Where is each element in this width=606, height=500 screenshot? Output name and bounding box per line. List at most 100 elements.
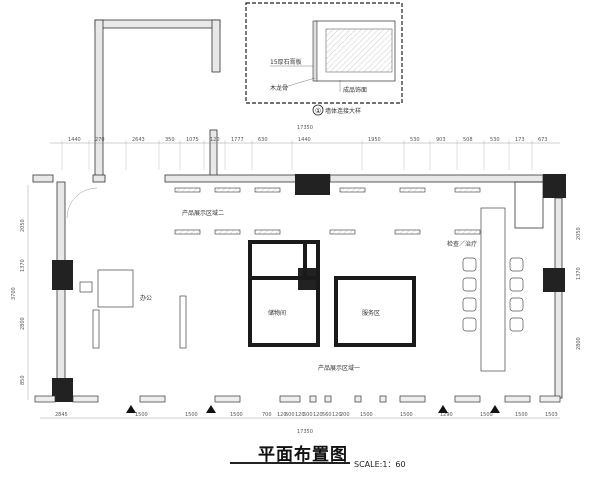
detail-note: 木龙骨 <box>270 84 288 92</box>
bottom-dimension: 1503 <box>545 412 558 418</box>
section-marker-icon <box>490 405 500 413</box>
bottom-dimension: 500 <box>303 412 313 418</box>
room-label-display-1: 产品展示区域一 <box>318 364 360 372</box>
central-rooms <box>248 240 416 347</box>
bottom-dimension: 120 <box>332 412 342 418</box>
top-dimension: 2643 <box>132 137 145 143</box>
room-label-consult: 检查／治疗 <box>447 240 477 248</box>
display-cabinet <box>399 187 426 193</box>
left-dimension: 850 <box>20 375 26 385</box>
cabinet <box>92 309 100 349</box>
detail-number: ① <box>315 107 321 115</box>
top-dimension: 1440 <box>68 137 81 143</box>
room-label-storage: 储物间 <box>268 309 286 317</box>
wall-segment <box>324 395 332 403</box>
drawing-scale: SCALE:1：60 <box>354 460 406 469</box>
wall-segment <box>399 395 426 403</box>
right-dimension: 2800 <box>576 337 582 350</box>
top-dimension: 350 <box>165 137 175 143</box>
chair <box>462 257 477 272</box>
bottom-dimension: 600 <box>285 412 295 418</box>
display-cabinet <box>254 187 281 193</box>
drawing-title: 平面布置图 <box>258 445 348 465</box>
chair <box>509 257 524 272</box>
bottom-dimension: 200 <box>340 412 350 418</box>
bottom-dimension: 700 <box>262 412 272 418</box>
bottom-dimension: 1500 <box>515 412 528 418</box>
chair <box>509 317 524 332</box>
chair <box>462 317 477 332</box>
section-marker-icon <box>126 405 136 413</box>
display-cabinet <box>329 229 356 235</box>
top-dimension: 630 <box>258 137 268 143</box>
wall-segment <box>454 395 481 403</box>
island-counter <box>480 207 506 372</box>
bottom-dimension: 120 <box>277 412 287 418</box>
left-dimension: 2050 <box>20 219 26 232</box>
display-cabinet <box>174 187 201 193</box>
top-dimension: 673 <box>538 137 548 143</box>
bottom-dimension: 1290 <box>440 412 453 418</box>
section-marker-icon <box>206 405 216 413</box>
bottom-dimension: 1500 <box>480 412 493 418</box>
left-dimension: 2800 <box>20 317 26 330</box>
chair <box>509 297 524 312</box>
chair <box>462 297 477 312</box>
bottom-dimension: 1500 <box>185 412 198 418</box>
wall-segment <box>539 395 561 403</box>
detail-title: 墙体连接大样 <box>325 107 361 115</box>
top-dimension: 903 <box>436 137 446 143</box>
wall-segment <box>214 395 241 403</box>
wall-segment <box>139 395 166 403</box>
wall-segment <box>279 395 301 403</box>
detail-note: 15厚石膏板 <box>270 58 302 66</box>
left-dimension: 3700 <box>11 287 17 300</box>
wall-segment <box>504 395 531 403</box>
chair <box>509 277 524 292</box>
top-dimension: 120 <box>210 137 220 143</box>
door-swing <box>66 187 98 219</box>
display-cabinets <box>174 187 481 235</box>
right-dimension: 1370 <box>576 267 582 280</box>
bottom-dimension: 120 <box>295 412 305 418</box>
wall-segment <box>34 395 56 403</box>
chairs <box>462 257 524 332</box>
top-dimension: 530 <box>490 137 500 143</box>
right-dimension: 2050 <box>576 227 582 240</box>
detail-marker-icon <box>312 104 324 116</box>
wall-segment <box>354 395 362 403</box>
bottom-dimension: 560 <box>322 412 332 418</box>
top-dimension: 1777 <box>231 137 244 143</box>
top-dimension: 508 <box>463 137 473 143</box>
top-dimension: 173 <box>515 137 525 143</box>
display-cabinet <box>339 187 366 193</box>
display-cabinet <box>214 229 241 235</box>
top-dimension: 1075 <box>186 137 199 143</box>
top-dimension: 1440 <box>298 137 311 143</box>
title-underline <box>230 462 350 464</box>
detail-note: 成品饰面 <box>343 86 367 94</box>
top-dimension: 1950 <box>368 137 381 143</box>
walls <box>32 19 563 399</box>
display-cabinet <box>214 187 241 193</box>
bottom-dimension: 1500 <box>230 412 243 418</box>
section-marker-icon <box>438 405 448 413</box>
overall-dimension-top: 17350 <box>297 125 313 131</box>
display-cabinet <box>454 187 481 193</box>
desk <box>97 269 134 308</box>
bottom-dimension: 2845 <box>55 412 68 418</box>
room-label-office: 办公 <box>140 294 152 302</box>
left-dimension: 1370 <box>20 259 26 272</box>
wall-segment <box>72 395 99 403</box>
wall-segment <box>379 395 387 403</box>
detail-box: 15厚石膏板 木龙骨 成品饰面 ① 墙体连接大样 <box>245 2 403 116</box>
bottom-dimension: 1500 <box>360 412 373 418</box>
cabinet <box>179 295 187 349</box>
bottom-wall <box>34 395 561 403</box>
columns <box>52 174 566 402</box>
display-cabinet <box>174 229 201 235</box>
chair <box>462 277 477 292</box>
